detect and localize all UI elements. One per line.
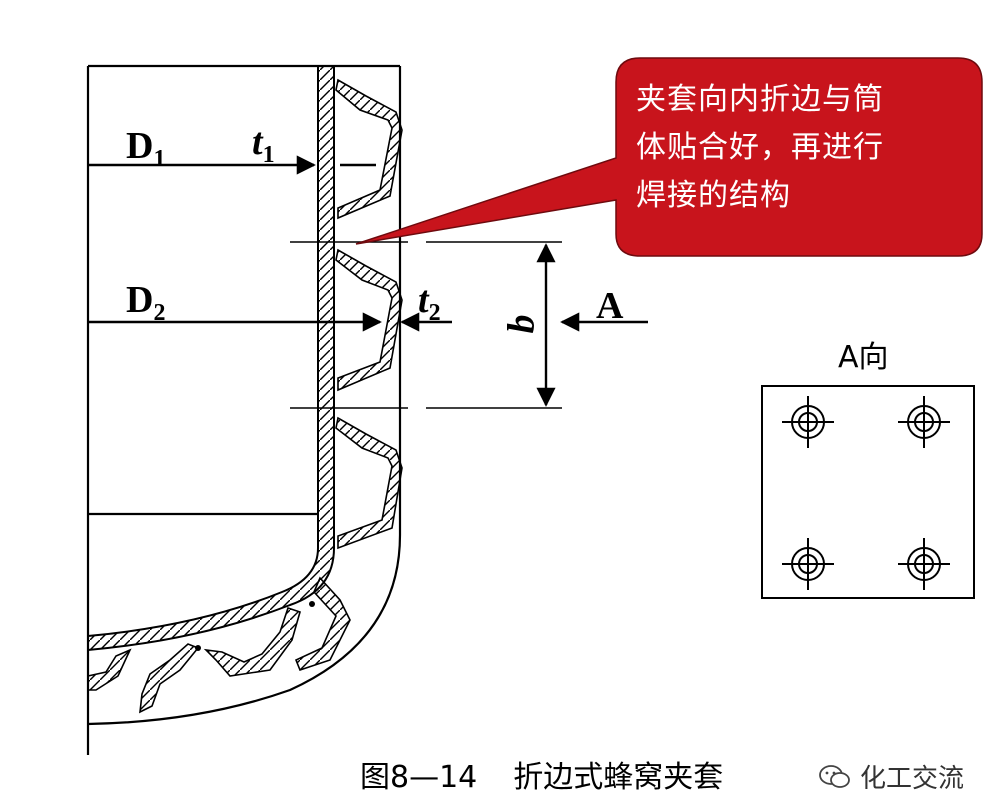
- weld-spot-icon: [782, 396, 950, 590]
- inner-shell-wall: [87, 65, 335, 652]
- a-view-title: A向: [838, 340, 889, 375]
- figure-caption: 图8—14 折边式蜂窝夹套: [360, 752, 723, 796]
- label-t2: t2: [418, 279, 441, 326]
- caption-number: 图8—14: [360, 760, 478, 795]
- wechat-icon: [819, 764, 850, 788]
- callout-line-1: 夹套向内折边与筒: [636, 82, 884, 117]
- dimension-lines: [88, 155, 648, 407]
- label-b: b: [500, 314, 543, 334]
- watermark: 化工交流: [818, 758, 964, 795]
- extension-lines: [290, 241, 562, 409]
- callout-text: 夹套向内折边与筒 体贴合好，再进行 焊接的结构: [636, 76, 936, 220]
- bottom-seam-welds: [195, 601, 315, 651]
- label-d1: D1: [126, 125, 166, 172]
- honeycomb-dimples: [335, 78, 403, 550]
- a-view-box: [761, 385, 975, 599]
- caption-title: 折边式蜂窝夹套: [513, 760, 724, 795]
- label-d2: D2: [126, 279, 166, 326]
- outer-jacket-wall: [87, 66, 402, 726]
- label-t1: t1: [252, 121, 275, 168]
- watermark-text: 化工交流: [860, 764, 965, 794]
- label-a: A: [596, 285, 624, 327]
- callout-line-3: 焊接的结构: [636, 178, 791, 213]
- bottom-dimples: [87, 576, 351, 714]
- callout-line-2: 体贴合好，再进行: [636, 130, 884, 165]
- callout-bubble: [355, 57, 983, 257]
